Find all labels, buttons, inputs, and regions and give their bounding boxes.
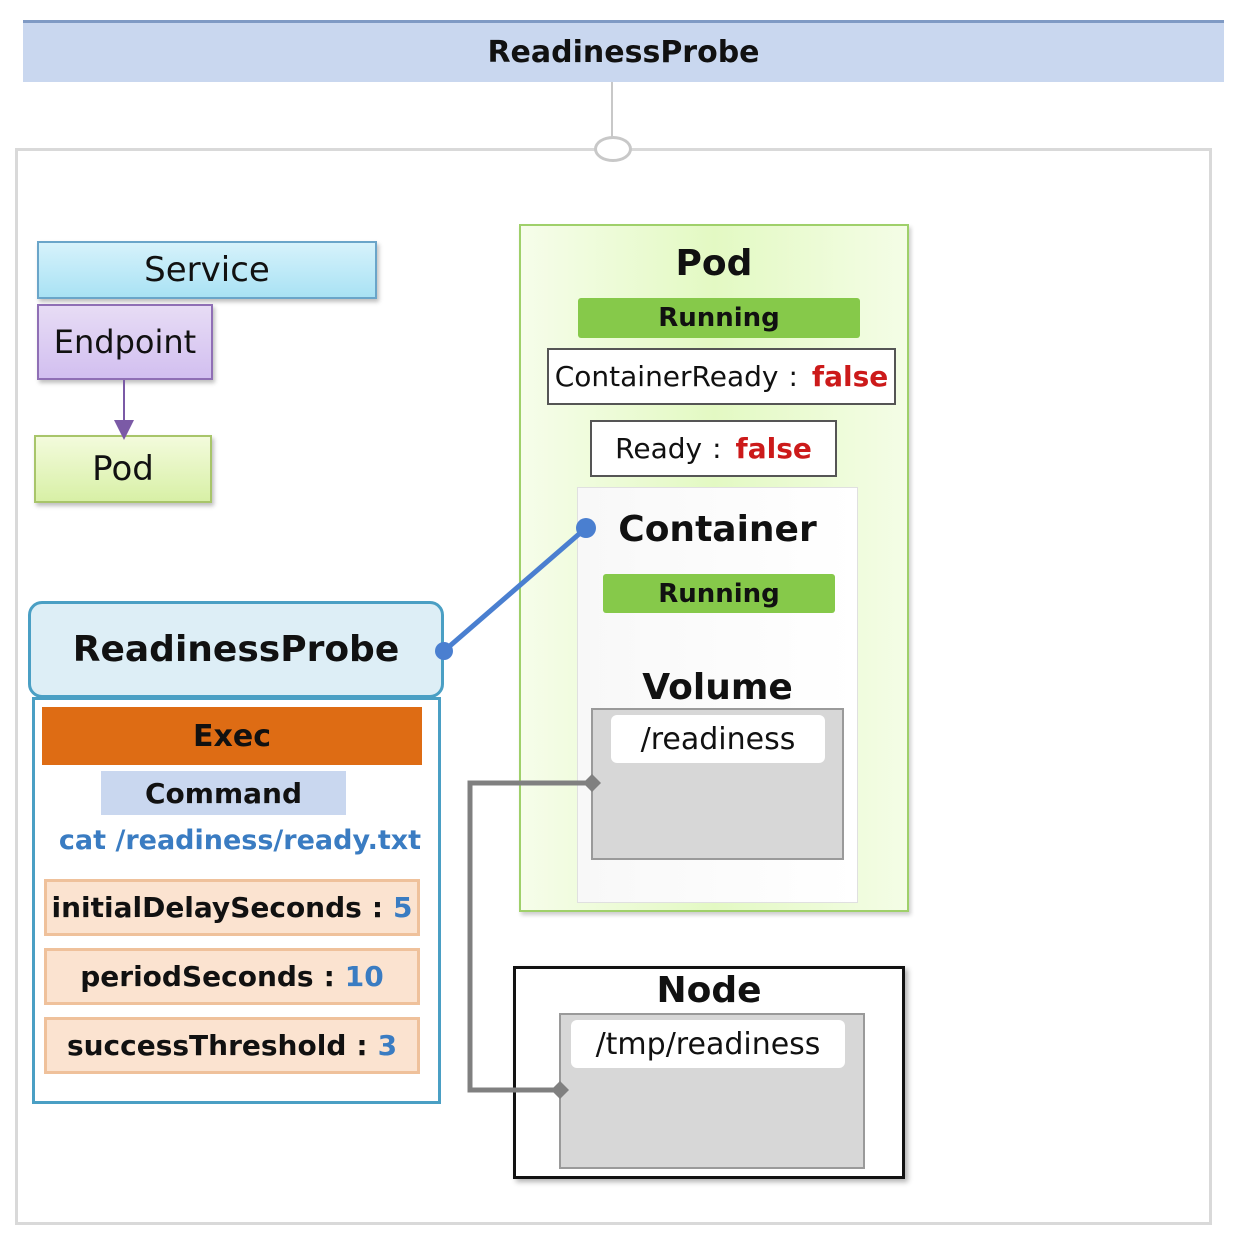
- probe-header: ReadinessProbe: [28, 601, 444, 698]
- node-title: Node: [656, 969, 762, 1011]
- ready-condition: Ready : false: [590, 420, 837, 477]
- container-ready-condition: ContainerReady : false: [547, 348, 896, 405]
- param-value: 3: [377, 1029, 398, 1062]
- ready-value: false: [735, 432, 812, 465]
- container-ready-label: ContainerReady: [554, 360, 779, 393]
- volume-path-label: /readiness: [611, 715, 825, 763]
- param-name: successThreshold: [66, 1029, 347, 1062]
- volume-title: Volume: [642, 666, 793, 708]
- diagram-header: ReadinessProbe: [23, 20, 1224, 82]
- container-ready-value: false: [811, 360, 889, 393]
- param-name: periodSeconds: [80, 960, 314, 993]
- command-text: cat /readiness/ready.txt: [58, 824, 422, 856]
- legend-pod-box: Pod: [34, 435, 212, 503]
- frame-connector-circle: [594, 136, 632, 162]
- exec-handler-box: Exec: [42, 707, 422, 765]
- param-separator: :: [356, 1029, 368, 1062]
- probe-title: ReadinessProbe: [72, 629, 400, 670]
- container-status-badge: Running: [603, 574, 835, 613]
- param-success-threshold: successThreshold : 3: [44, 1017, 420, 1074]
- param-value: 10: [344, 960, 384, 993]
- param-value: 5: [393, 891, 413, 924]
- container-title: Container: [618, 508, 817, 550]
- param-name: initialDelaySeconds: [51, 891, 362, 924]
- ready-separator: :: [712, 432, 722, 465]
- ready-label: Ready: [615, 432, 703, 465]
- endpoint-box: Endpoint: [37, 304, 213, 380]
- legend-pod-label: Pod: [92, 449, 154, 489]
- command-label-box: Command: [101, 771, 346, 815]
- param-separator: :: [323, 960, 335, 993]
- pod-title: Pod: [675, 242, 753, 284]
- diagram-title: ReadinessProbe: [487, 35, 760, 70]
- container-ready-separator: :: [788, 360, 798, 393]
- exec-label: Exec: [193, 718, 271, 754]
- pod-status-badge: Running: [578, 298, 860, 338]
- param-period: periodSeconds : 10: [44, 948, 420, 1005]
- param-initial-delay: initialDelaySeconds : 5: [44, 879, 420, 936]
- command-label: Command: [144, 776, 302, 810]
- service-box: Service: [37, 241, 377, 299]
- node-path-label: /tmp/readiness: [571, 1020, 845, 1068]
- param-separator: :: [371, 891, 384, 924]
- service-label: Service: [144, 250, 270, 290]
- endpoint-label: Endpoint: [53, 323, 197, 361]
